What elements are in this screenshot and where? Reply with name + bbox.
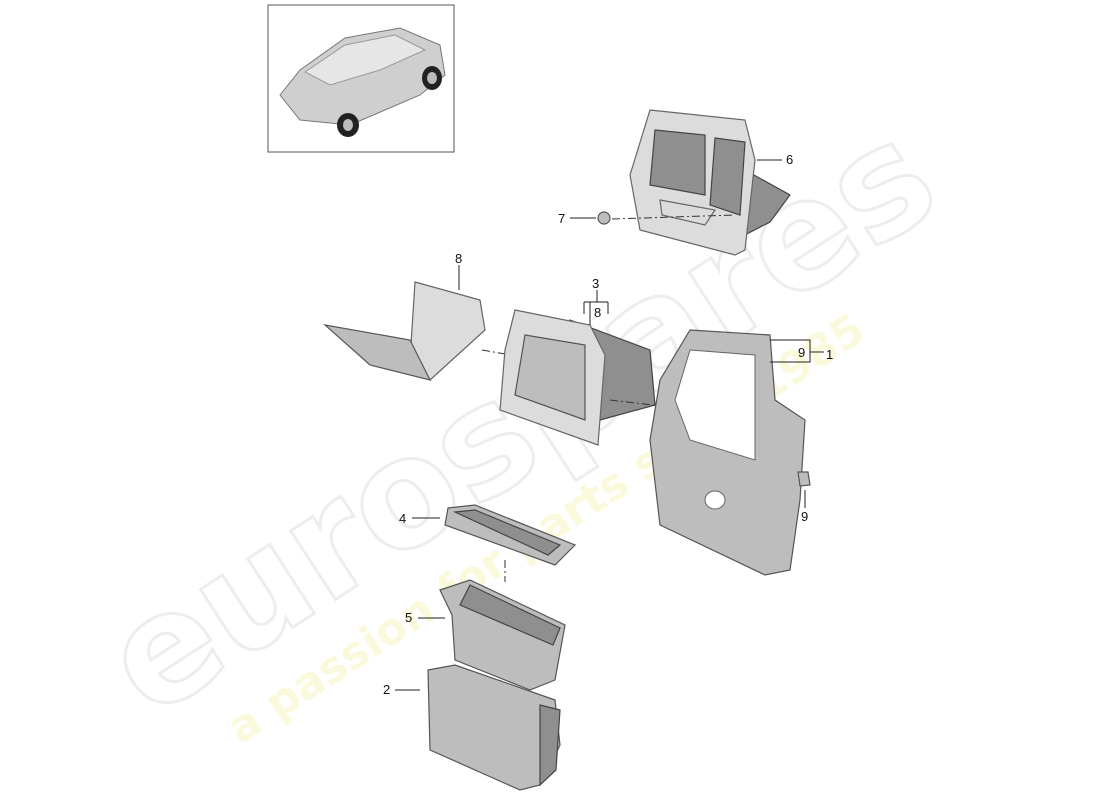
part-1-trim-panel[interactable] [649,329,806,576]
part-9-clip[interactable] [797,471,811,487]
part-3-frame[interactable] [499,309,656,446]
part-5-bin[interactable] [439,579,566,691]
label-7[interactable]: 7 [558,211,565,226]
label-8-top[interactable]: 8 [455,251,462,266]
label-6[interactable]: 6 [786,152,793,167]
vehicle-thumbnail [267,4,455,153]
label-9-bracket[interactable]: 9 [798,345,805,360]
part-7-clip[interactable] [597,211,611,225]
label-9[interactable]: 9 [801,509,808,524]
label-1[interactable]: 1 [826,347,833,362]
label-8-bracket[interactable]: 8 [594,305,601,320]
part-8-panel[interactable] [323,281,486,381]
part-2-cover[interactable] [427,664,561,791]
label-2[interactable]: 2 [383,682,390,697]
label-4[interactable]: 4 [399,511,406,526]
label-5[interactable]: 5 [405,610,412,625]
part-4-tray[interactable] [444,504,577,566]
label-3[interactable]: 3 [592,276,599,291]
part-6-air-vent[interactable] [629,109,791,256]
car-overview-icon [279,27,446,137]
